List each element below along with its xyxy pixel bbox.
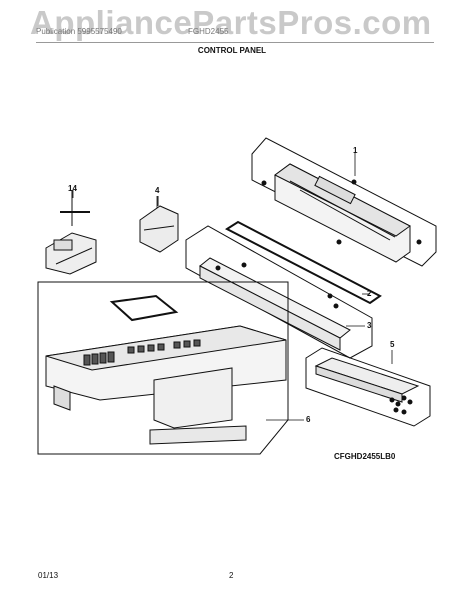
part-1-bracket (274, 163, 411, 263)
part-5-group-box (305, 347, 431, 427)
leader-lines (72, 152, 393, 421)
part-14-connector (45, 190, 97, 275)
part-3-screws (215, 262, 339, 309)
callout-5: 5 (390, 340, 395, 349)
part-2-3-group-box (185, 225, 373, 359)
callout-1: 1 (353, 146, 358, 155)
part-1-group-box (251, 137, 437, 267)
page-title: CONTROL PANEL (197, 46, 267, 55)
part-1-screws (261, 179, 422, 245)
watermark: AppliancePartsPros.com (30, 4, 432, 41)
part-4-switch (139, 196, 179, 253)
part-6-group-box (37, 281, 289, 455)
publication-number: Publication 5995575490 (36, 27, 122, 36)
callout-3: 3 (367, 321, 372, 330)
page-number: 2 (229, 571, 234, 580)
model-header: FGHD2455 (188, 27, 229, 36)
part-2-gasket (224, 220, 382, 305)
part-3-panel (199, 257, 351, 351)
header-rule (36, 42, 434, 43)
part-6-gasket (109, 294, 179, 322)
part-5-screws (389, 395, 413, 415)
footer-date: 01/13 (38, 571, 59, 580)
model-number: CFGHD2455LB0 (334, 452, 396, 461)
callout-4: 4 (155, 186, 160, 195)
callout-14: 14 (68, 184, 77, 193)
callout-6: 6 (306, 415, 311, 424)
part-6-control-panel (45, 325, 287, 445)
callout-2: 2 (367, 289, 372, 298)
part-5-board (314, 357, 420, 403)
